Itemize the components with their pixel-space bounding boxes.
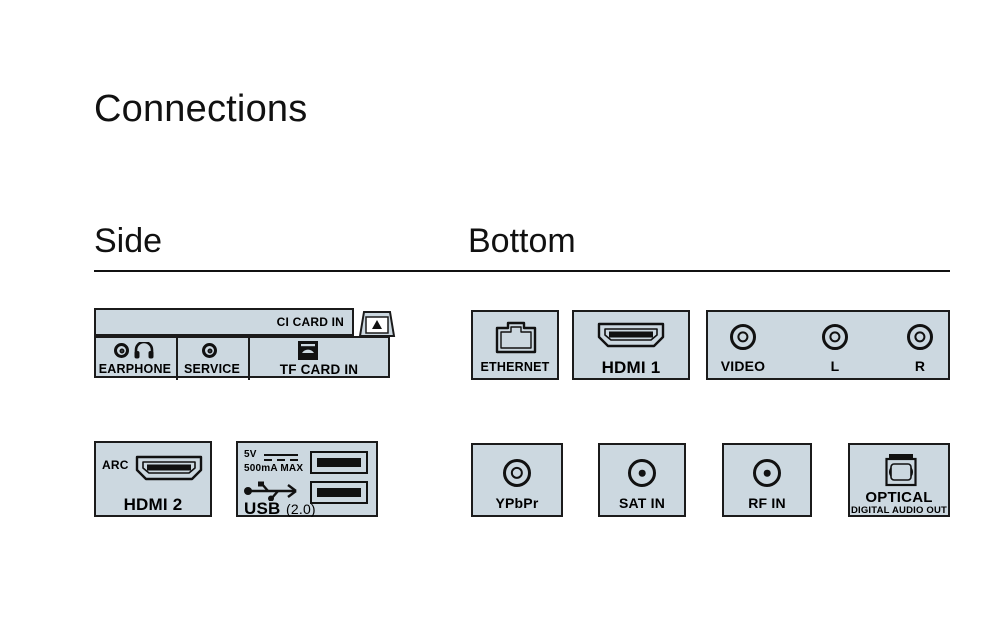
memory-card-icon bbox=[296, 340, 320, 361]
earphone-label: EARPHONE bbox=[98, 362, 172, 376]
rca-jack-icon bbox=[822, 324, 848, 350]
dc-symbol-dash bbox=[264, 459, 272, 461]
usb-port-1 bbox=[310, 451, 368, 474]
ci-card-slot-arrow-icon bbox=[356, 309, 398, 337]
bottom-av-panel: VIDEO L R bbox=[706, 310, 950, 380]
side-hdmi2-panel: ARC HDMI 2 bbox=[94, 441, 212, 517]
rca-jack-icon bbox=[730, 324, 756, 350]
optical-sublabel: DIGITAL AUDIO OUT bbox=[850, 505, 948, 516]
f-connector-icon bbox=[628, 459, 656, 487]
hdmi-port-icon bbox=[134, 453, 204, 483]
section-heading-side: Side bbox=[94, 222, 163, 260]
dc-symbol-dash bbox=[290, 459, 298, 461]
bottom-sat-in-panel: SAT IN bbox=[598, 443, 686, 517]
hdmi1-label: HDMI 1 bbox=[601, 358, 661, 377]
audio-left-label: L bbox=[830, 358, 840, 374]
rf-in-label: RF IN bbox=[748, 495, 786, 511]
side-port-row-panel: EARPHONE SERVICE TF CARD IN bbox=[94, 336, 390, 380]
ypbpr-label: YPbPr bbox=[495, 495, 539, 511]
rj45-jack-icon bbox=[495, 320, 537, 354]
toslink-port-icon bbox=[883, 453, 919, 489]
panel-divider bbox=[248, 338, 250, 380]
audio-right-label: R bbox=[914, 358, 926, 374]
ethernet-label: ETHERNET bbox=[480, 360, 550, 374]
ci-card-label: CI CARD IN bbox=[276, 315, 344, 329]
rca-jack-icon bbox=[114, 343, 129, 358]
usb-trident-icon bbox=[244, 481, 304, 502]
usb-label: USB bbox=[244, 499, 281, 518]
service-label: SERVICE bbox=[183, 362, 241, 376]
page-title: Connections bbox=[94, 88, 308, 130]
rca-jack-icon bbox=[503, 459, 531, 487]
arc-label: ARC bbox=[102, 458, 129, 472]
video-label: VIDEO bbox=[720, 358, 766, 374]
hdmi2-label: HDMI 2 bbox=[123, 495, 183, 514]
bottom-ethernet-panel: ETHERNET bbox=[471, 310, 559, 380]
usb-port-2 bbox=[310, 481, 368, 504]
heading-divider-rule bbox=[94, 270, 950, 272]
usb-voltage-label: 5V bbox=[244, 449, 257, 460]
bottom-optical-panel: OPTICAL DIGITAL AUDIO OUT bbox=[848, 443, 950, 517]
rca-jack-icon bbox=[907, 324, 933, 350]
dc-symbol-dash bbox=[277, 459, 285, 461]
rca-jack-icon bbox=[202, 343, 217, 358]
sat-in-label: SAT IN bbox=[618, 495, 666, 511]
usb-version-label: (2.0) bbox=[286, 501, 316, 517]
side-usb-panel: 5V 500mA MAX USB (2.0) bbox=[236, 441, 378, 518]
dc-symbol-icon bbox=[264, 454, 298, 456]
f-connector-icon bbox=[753, 459, 781, 487]
optical-label: OPTICAL bbox=[865, 489, 933, 506]
bottom-ypbpr-panel: YPbPr bbox=[471, 443, 563, 517]
usb-current-label: 500mA MAX bbox=[244, 463, 304, 474]
side-ci-card-strip: CI CARD IN bbox=[94, 308, 354, 336]
headphone-icon bbox=[134, 340, 154, 359]
tf-card-in-label: TF CARD IN bbox=[279, 362, 359, 377]
panel-divider bbox=[176, 338, 178, 380]
hdmi-port-icon bbox=[596, 320, 666, 350]
section-heading-bottom: Bottom bbox=[468, 222, 576, 260]
bottom-rf-in-panel: RF IN bbox=[722, 443, 812, 517]
bottom-hdmi1-panel: HDMI 1 bbox=[572, 310, 690, 380]
